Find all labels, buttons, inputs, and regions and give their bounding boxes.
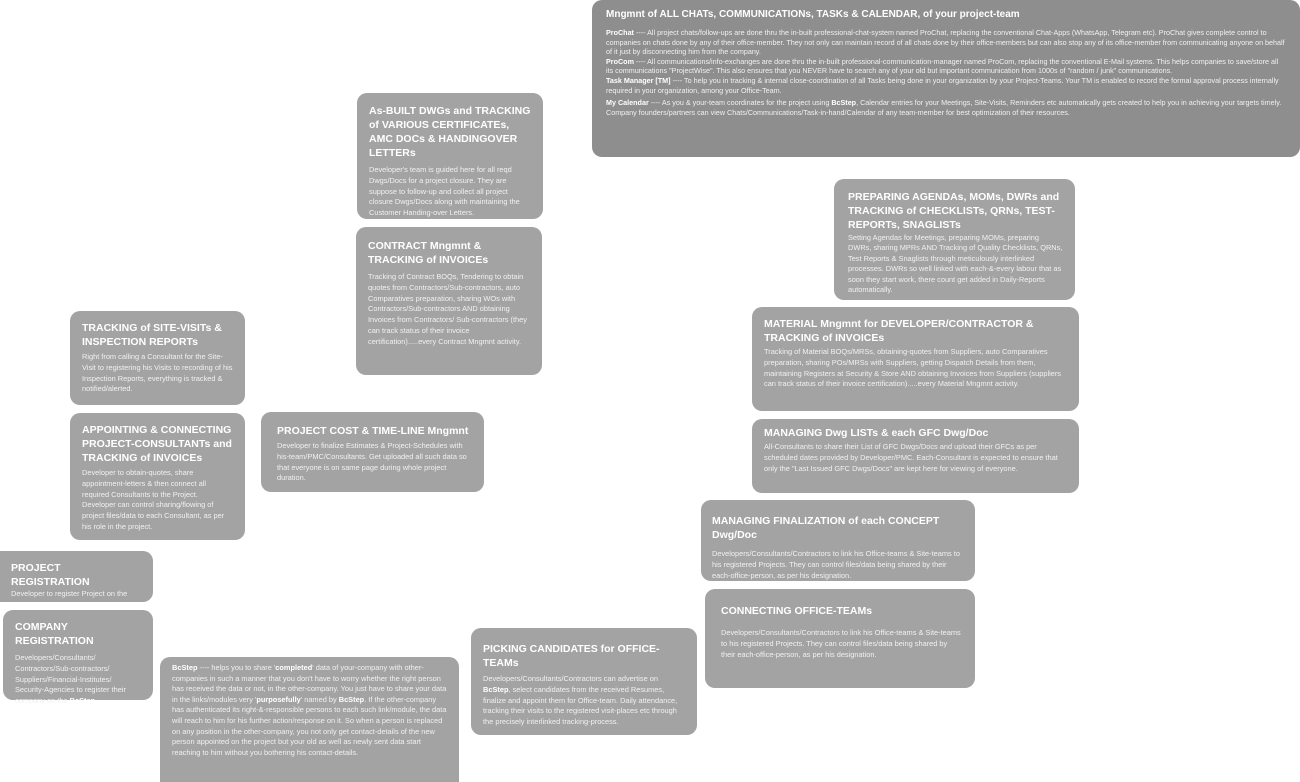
bcstep-card: BcStep ---- helps you to share 'complete… <box>160 657 459 782</box>
picking-candidates-text-a: Developers/Consultants/Contractors can a… <box>483 674 659 683</box>
calendar-text-a: ---- As you & your-team coordinates for … <box>648 98 832 108</box>
project-registration-text-b: . <box>36 599 39 609</box>
consultants-card: APPOINTING & CONNECTING PROJECT-CONSULTA… <box>70 413 245 540</box>
concept-card: MANAGING FINALIZATION of each CONCEPT Dw… <box>701 500 975 581</box>
contract-desc: Tracking of Contract BOQs, Tendering to … <box>368 272 527 346</box>
site-visits-title: TRACKING of SITE-VISITs & INSPECTION REP… <box>82 322 222 348</box>
company-registration-text: Developers/Consultants/ Contractors/Sub-… <box>15 653 126 706</box>
office-teams-card: CONNECTING OFFICE-TEAMs Developers/Consu… <box>705 589 975 688</box>
calendar-paragraph: My Calendar ---- As you & your-team coor… <box>606 98 1286 108</box>
procom-paragraph: ProCom ---- All communications/info-exch… <box>606 57 1286 76</box>
calendar-text-b: , Calendar entries for your Meetings, Si… <box>856 98 1282 108</box>
company-registration-bcstep: BcStep <box>69 696 96 706</box>
project-registration-bcstep: BcStep <box>11 599 37 609</box>
asbuilt-title: As-BUILT DWGs and TRACKING of VARIOUS CE… <box>369 105 531 159</box>
dwg-lists-desc: All-Consultants to share their List of G… <box>764 442 1058 473</box>
asbuilt-card: As-BUILT DWGs and TRACKING of VARIOUS CE… <box>357 93 543 219</box>
agendas-card: PREPARING AGENDAs, MOMs, DWRs and TRACKI… <box>834 179 1075 300</box>
company-registration-title: COMPANY REGISTRATION <box>15 621 94 647</box>
picking-candidates-bcstep: BcStep <box>483 684 509 694</box>
agendas-title: PREPARING AGENDAs, MOMs, DWRs and TRACKI… <box>848 191 1060 231</box>
project-registration-desc: Developer to register Project on the BcS… <box>11 589 141 611</box>
project-cost-card: PROJECT COST & TIME-LINE Mngmnt Develope… <box>261 412 484 492</box>
bcstep-purposefully: purposefully <box>256 694 301 704</box>
calendar-label: My Calendar <box>606 98 649 108</box>
company-registration-card: COMPANY REGISTRATION Developers/Consulta… <box>3 610 153 705</box>
concept-desc: Developers/Consultants/Contractors to li… <box>712 549 960 580</box>
project-registration-title: PROJECT REGISTRATION <box>11 562 90 588</box>
founders-paragraph: Company founders/partners can view Chats… <box>606 107 1070 117</box>
task-manager-text: ---- To help you in tracking & internal … <box>606 75 1279 95</box>
site-visits-card: TRACKING of SITE-VISITs & INSPECTION REP… <box>70 311 245 405</box>
contract-title: CONTRACT Mngmnt & TRACKING of INVOICEs <box>368 240 489 266</box>
picking-candidates-text-b: , select candidates from the received Re… <box>483 684 678 727</box>
material-desc: Tracking of Material BOQs/MRSs, obtainin… <box>764 347 1061 389</box>
concept-title: MANAGING FINALIZATION of each CONCEPT Dw… <box>712 515 940 541</box>
panel-title: Mngmnt of ALL CHATs, COMMUNICATIONs, TAS… <box>606 9 1020 20</box>
bcstep-name: BcStep <box>338 694 365 704</box>
calendar-bcstep: BcStep <box>831 98 857 108</box>
bcstep-text-d: . If the other-company has authenticated… <box>172 694 447 757</box>
procom-label: ProCom <box>606 56 634 66</box>
consultants-title: APPOINTING & CONNECTING PROJECT-CONSULTA… <box>82 424 232 464</box>
bcstep-desc: BcStep ---- helps you to share 'complete… <box>172 663 447 758</box>
project-registration-card: PROJECT REGISTRATION Developer to regist… <box>0 551 153 609</box>
prochat-text: ---- All project chats/follow-ups are do… <box>606 28 1285 57</box>
prochat-paragraph: ProChat ---- All project chats/follow-up… <box>606 28 1286 57</box>
procom-text: ---- All communications/info-exchanges a… <box>606 56 1279 76</box>
bcstep-text-a: ---- helps you to share ' <box>197 663 276 672</box>
picking-candidates-desc: Developers/Consultants/Contractors can a… <box>483 674 685 728</box>
team-management-panel: Mngmnt of ALL CHATs, COMMUNICATIONs, TAS… <box>592 0 1300 157</box>
site-visits-desc: Right from calling a Consultant for the … <box>82 352 233 394</box>
bcstep-label: BcStep <box>172 663 198 672</box>
bcstep-text-b: ' data of your-company with other-compan… <box>172 663 447 704</box>
picking-candidates-card: PICKING CANDIDATES for OFFICE-TEAMs Deve… <box>471 628 697 735</box>
task-manager-paragraph: Task Manager [TM] ---- To help you in tr… <box>606 76 1286 95</box>
project-registration-text-a: Developer to register Project on the <box>11 589 128 598</box>
agendas-desc: Setting Agendas for Meetings, preparing … <box>848 233 1063 295</box>
contract-card: CONTRACT Mngmnt & TRACKING of INVOICEs T… <box>356 227 542 375</box>
project-cost-title: PROJECT COST & TIME-LINE Mngmnt <box>277 425 469 437</box>
consultants-desc: Developer to obtain-quotes, share appoin… <box>82 468 225 531</box>
material-title: MATERIAL Mngmnt for DEVELOPER/CONTRACTOR… <box>764 318 1034 344</box>
project-cost-desc: Developer to finalize Estimates & Projec… <box>277 441 467 483</box>
dwg-lists-card: MANAGING Dwg LISTs & each GFC Dwg/Doc Al… <box>752 419 1079 493</box>
office-teams-title: CONNECTING OFFICE-TEAMs <box>721 605 873 617</box>
prochat-label: ProChat <box>606 28 634 37</box>
asbuilt-desc: Developer's team is guided here for all … <box>369 165 520 218</box>
office-teams-desc: Developers/Consultants/Contractors to li… <box>721 628 961 659</box>
bcstep-text-c: ' named by <box>300 694 339 704</box>
dwg-lists-title: MANAGING Dwg LISTs & each GFC Dwg/Doc <box>764 427 989 439</box>
material-card: MATERIAL Mngmnt for DEVELOPER/CONTRACTOR… <box>752 307 1079 411</box>
picking-candidates-title: PICKING CANDIDATES for OFFICE-TEAMs <box>483 643 660 669</box>
task-manager-label: Task Manager [TM] <box>606 75 671 85</box>
company-registration-desc: Developers/Consultants/ Contractors/Sub-… <box>15 653 141 707</box>
bcstep-completed: completed <box>275 663 313 672</box>
